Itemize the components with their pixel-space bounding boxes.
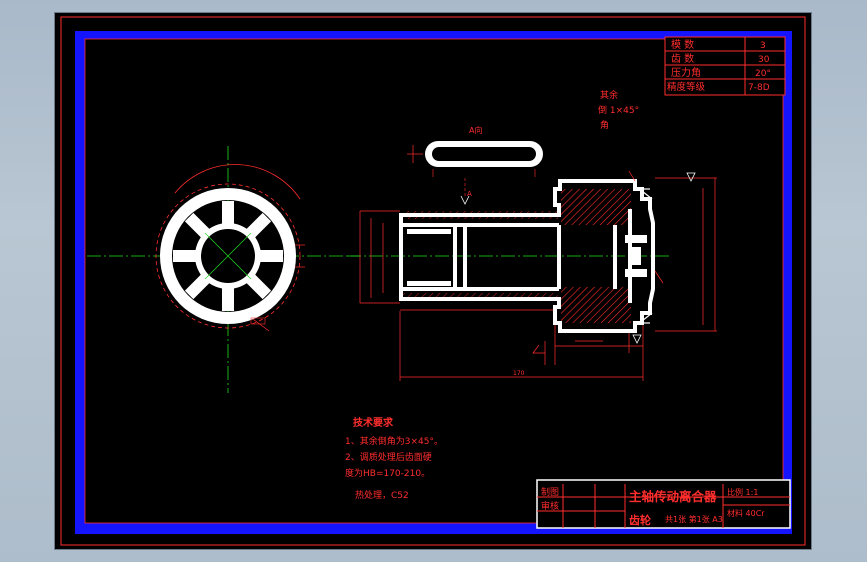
technical-requirements: 技术要求 1、其余倒角为3×45°。 2、调质处理后齿面硬 度为HB=170-2… (345, 416, 443, 501)
section-a-label: A向 (469, 125, 482, 135)
param-value-pressure-angle: 20° (755, 69, 771, 79)
svg-text:角: 角 (600, 119, 609, 131)
drawing-sheet: 模 数 3 齿 数 30 压力角 20° 精度等级 7-8D 其余 倒 1×45… (55, 13, 811, 549)
part-name: 齿轮 (629, 513, 651, 527)
title-block: 制图 审核 主轴传动离合器 齿轮 共1张 第1张 A3 比例 1:1 材料 40… (536, 479, 791, 529)
param-label-precision: 精度等级 (667, 81, 706, 93)
param-value-teeth: 30 (758, 55, 770, 65)
parameter-table: 模 数 3 齿 数 30 压力角 20° 精度等级 7-8D (664, 36, 786, 96)
param-value-precision: 7-8D (748, 83, 770, 93)
view-marker: A (467, 190, 472, 198)
sheet-info: 共1张 第1张 A3 (665, 514, 723, 524)
param-value-module: 3 (760, 41, 766, 51)
svg-text:其余: 其余 (600, 89, 618, 101)
end-view (87, 146, 360, 393)
tech-req-title: 技术要求 (353, 416, 394, 429)
svg-text:倒 1×45°: 倒 1×45° (598, 104, 639, 116)
inner-frame (84, 38, 784, 524)
chamfer-note: 其余 倒 1×45° 角 (598, 89, 639, 131)
dim-total: 170 (513, 370, 525, 377)
param-label-pressure-angle: 压力角 (671, 66, 701, 79)
tech-req-line-2: 2、调质处理后齿面硬 (345, 451, 432, 463)
cad-drawing: 模 数 3 齿 数 30 压力角 20° 精度等级 7-8D 其余 倒 1×45… (60, 16, 806, 546)
scale: 比例 1:1 (727, 487, 758, 497)
outer-frame (60, 16, 806, 546)
tech-req-line-4: 热处理，C52 (355, 489, 409, 501)
section-a-detail: A向 A (407, 125, 543, 198)
title-check-label: 审核 (541, 500, 559, 512)
param-label-module: 模 数 (671, 38, 694, 51)
main-section-view: 170 (347, 170, 717, 381)
param-label-teeth: 齿 数 (671, 52, 694, 65)
material: 材料 40Cr (727, 508, 765, 518)
tech-req-line-1: 1、其余倒角为3×45°。 (345, 435, 443, 447)
title-design-label: 制图 (541, 486, 559, 498)
tech-req-line-3: 度为HB=170-210。 (345, 467, 430, 479)
drawing-title: 主轴传动离合器 (629, 489, 717, 504)
